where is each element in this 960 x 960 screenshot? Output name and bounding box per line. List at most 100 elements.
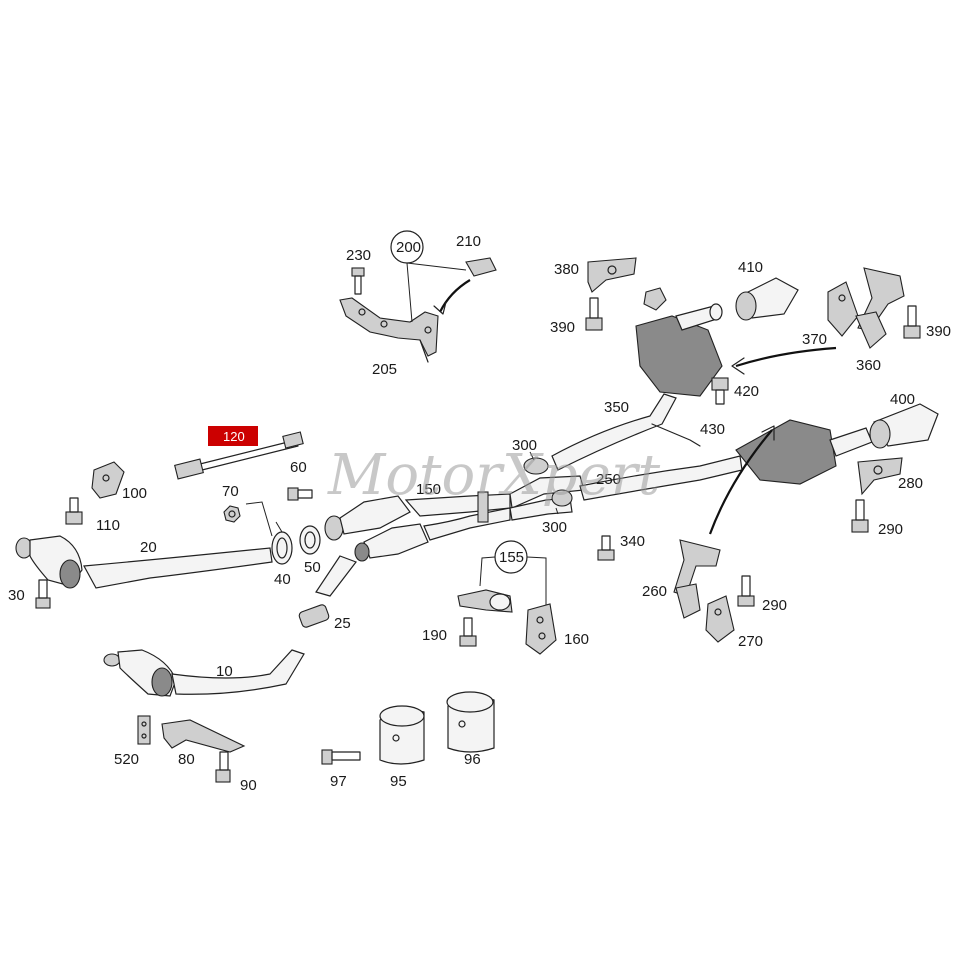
label-430: 430 xyxy=(700,421,725,438)
leader-70-40 xyxy=(245,501,283,537)
rubber-mount-160 xyxy=(525,603,557,655)
arrow-260-head xyxy=(761,425,775,441)
strap-430 xyxy=(651,423,701,447)
bolt-190 xyxy=(459,617,477,647)
leader-200 xyxy=(406,262,467,323)
pipe-250 xyxy=(579,455,743,501)
arrow-260 xyxy=(708,429,773,535)
hanger-380 xyxy=(587,257,637,293)
label-25: 25 xyxy=(334,615,351,632)
leader-155 xyxy=(479,556,547,606)
label-70: 70 xyxy=(222,483,239,500)
pipe-20 xyxy=(83,547,273,589)
label-96: 96 xyxy=(464,751,481,768)
bolt-30 xyxy=(35,579,51,609)
label-90: 90 xyxy=(240,777,257,794)
hanger-260 xyxy=(673,539,721,619)
clip-210 xyxy=(465,257,497,277)
hanger-360 xyxy=(855,267,905,349)
bolt-90 xyxy=(215,751,231,783)
label-340: 340 xyxy=(620,533,645,550)
plate-520 xyxy=(137,715,151,745)
label-10: 10 xyxy=(216,663,233,680)
tailpipe-400 xyxy=(869,403,939,449)
label-260: 260 xyxy=(642,583,667,600)
label-360: 360 xyxy=(856,357,881,374)
muffler-right xyxy=(735,419,873,485)
front-pipe-assembly-150 xyxy=(315,475,585,597)
label-350: 350 xyxy=(604,399,629,416)
arrow-370 xyxy=(735,346,837,368)
catalytic-converter-10 xyxy=(103,649,177,697)
bolt-110 xyxy=(65,497,83,525)
hanger-bracket-155 xyxy=(457,589,513,613)
label-97: 97 xyxy=(330,773,347,790)
label-520: 520 xyxy=(114,751,139,768)
label-290-right: 290 xyxy=(878,521,903,538)
damper-95 xyxy=(379,705,425,765)
bolt-390-left xyxy=(585,297,603,331)
bracket-100 xyxy=(91,461,125,499)
label-100: 100 xyxy=(122,485,147,502)
label-270: 270 xyxy=(738,633,763,650)
hanger-280 xyxy=(857,457,903,496)
label-160: 160 xyxy=(564,631,589,648)
bolt-230 xyxy=(351,267,365,295)
label-150: 150 xyxy=(416,481,441,498)
label-205: 205 xyxy=(372,361,397,378)
pipe-10 xyxy=(171,649,305,695)
catalytic-converter-30 xyxy=(15,535,83,589)
arrow-210-head xyxy=(433,301,447,315)
label-190: 190 xyxy=(422,627,447,644)
label-60: 60 xyxy=(290,459,307,476)
gasket-50 xyxy=(299,525,321,555)
bolt-390-right xyxy=(903,305,921,339)
clamp-300-upper xyxy=(523,457,549,475)
tailpipe-410 xyxy=(735,277,799,321)
damper-96 xyxy=(446,691,495,753)
label-390-left: 390 xyxy=(550,319,575,336)
arrow-370-head xyxy=(731,357,745,375)
highlight-box-120 xyxy=(208,426,258,446)
clamp-300-lower xyxy=(551,489,573,507)
label-370: 370 xyxy=(802,331,827,348)
arrow-210 xyxy=(439,279,471,313)
clamp-25 xyxy=(298,604,330,628)
bolt-290-right xyxy=(851,499,869,533)
highlight-label-120: 120 xyxy=(223,429,245,444)
label-380: 380 xyxy=(554,261,579,278)
label-155: 155 xyxy=(499,549,524,566)
watermark-text: MotorXpert xyxy=(327,443,661,508)
label-40: 40 xyxy=(274,571,291,588)
leader-300 xyxy=(529,451,559,515)
clamp-40 xyxy=(271,531,293,565)
label-200: 200 xyxy=(396,239,421,256)
rubber-mount-upper xyxy=(643,287,667,311)
rubber-mount-270 xyxy=(705,595,735,643)
label-20: 20 xyxy=(140,539,157,556)
label-110: 110 xyxy=(96,517,120,534)
label-290-lower: 290 xyxy=(762,597,787,614)
bolt-290-lower xyxy=(737,575,755,607)
oxygen-sensor-120 xyxy=(174,431,304,480)
label-250: 250 xyxy=(596,471,621,488)
label-30: 30 xyxy=(8,587,25,604)
nut-70 xyxy=(223,505,241,523)
bracket-80 xyxy=(161,719,246,753)
label-400: 400 xyxy=(890,391,915,408)
bracket-205 xyxy=(339,297,439,363)
label-230: 230 xyxy=(346,247,371,264)
pipe-350 xyxy=(551,393,677,471)
label-50: 50 xyxy=(304,559,321,576)
label-95: 95 xyxy=(390,773,407,790)
label-300-upper: 300 xyxy=(512,437,537,454)
label-420: 420 xyxy=(734,383,759,400)
bolt-97 xyxy=(321,749,361,765)
label-300-lower: 300 xyxy=(542,519,567,536)
bolt-60 xyxy=(287,487,313,501)
label-410: 410 xyxy=(738,259,763,276)
label-280: 280 xyxy=(898,475,923,492)
label-390-right: 390 xyxy=(926,323,951,340)
